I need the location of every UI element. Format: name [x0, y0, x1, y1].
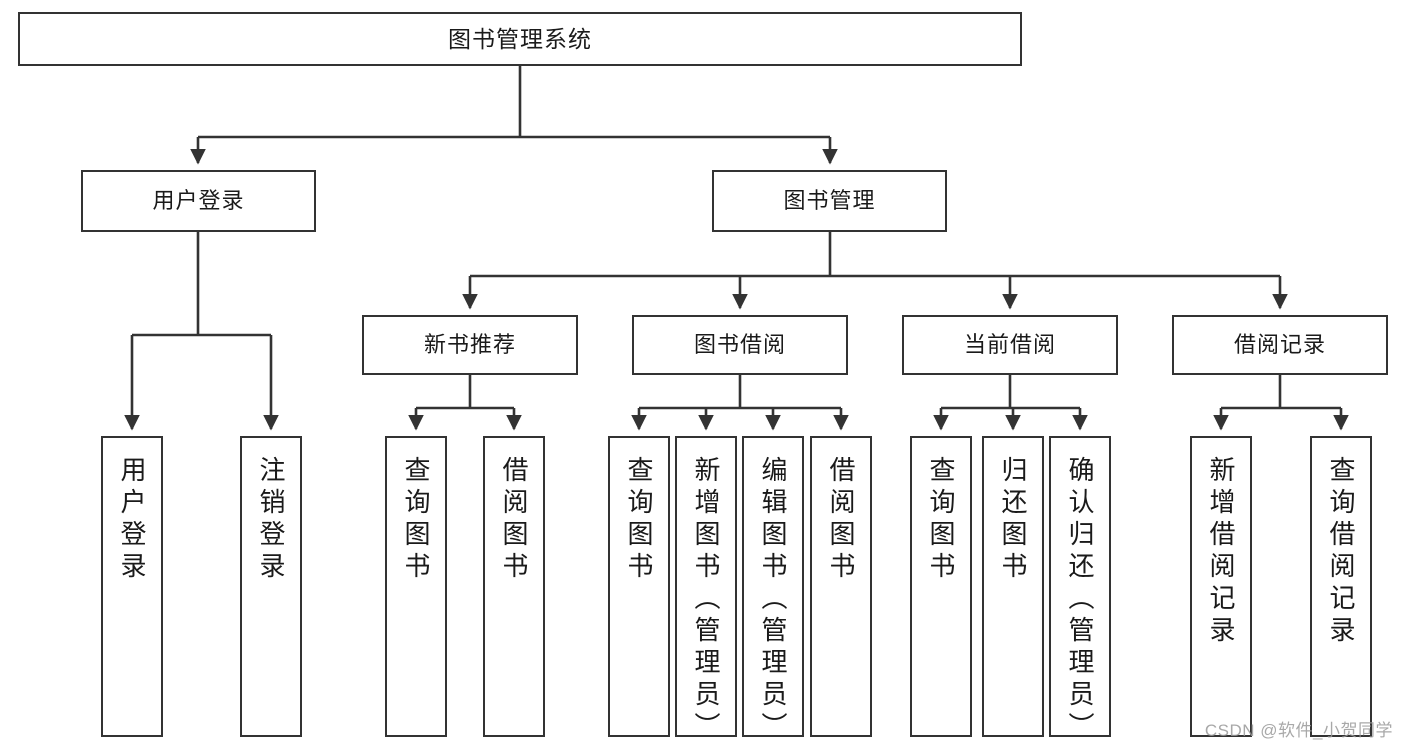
- leaf-query-book-recommend[interactable]: 查询图书: [385, 436, 447, 737]
- leaf-borrow-book[interactable]: 借阅图书: [810, 436, 872, 737]
- node-label: 查询图书: [401, 456, 431, 584]
- node-label: 用户登录: [152, 188, 245, 214]
- node-label: 确认归还（管理员）: [1065, 456, 1095, 744]
- node-label: 编辑图书（管理员）: [758, 456, 788, 744]
- leaf-borrow-book-recommend[interactable]: 借阅图书: [483, 436, 545, 737]
- node-label: 查询图书: [926, 456, 956, 584]
- node-label: 注销登录: [256, 456, 286, 584]
- leaf-logout[interactable]: 注销登录: [240, 436, 302, 737]
- csdn-watermark: CSDN @软件_小贺同学: [1204, 721, 1393, 740]
- node-borrow-record[interactable]: 借阅记录: [1172, 315, 1388, 375]
- leaf-return-book[interactable]: 归还图书: [982, 436, 1044, 737]
- node-label: 新增图书（管理员）: [691, 456, 721, 744]
- node-current-borrow[interactable]: 当前借阅: [902, 315, 1118, 375]
- node-label: 用户登录: [117, 456, 147, 584]
- node-root-system[interactable]: 图书管理系统: [18, 12, 1022, 66]
- leaf-add-book-admin[interactable]: 新增图书（管理员）: [675, 436, 737, 744]
- node-label: 新书推荐: [423, 332, 516, 358]
- node-label: 借阅图书: [826, 456, 856, 584]
- leaf-query-book[interactable]: 查询图书: [608, 436, 670, 737]
- node-book-management[interactable]: 图书管理: [712, 170, 947, 232]
- leaf-query-book-current[interactable]: 查询图书: [910, 436, 972, 737]
- leaf-edit-book-admin[interactable]: 编辑图书（管理员）: [742, 436, 804, 744]
- node-user-login[interactable]: 用户登录: [81, 170, 316, 232]
- leaf-confirm-return-admin[interactable]: 确认归还（管理员）: [1049, 436, 1111, 744]
- node-label: 查询图书: [624, 456, 654, 584]
- node-label: 图书管理系统: [448, 25, 592, 52]
- leaf-user-login[interactable]: 用户登录: [101, 436, 163, 737]
- node-label: 当前借阅: [963, 332, 1056, 358]
- node-new-book-recommend[interactable]: 新书推荐: [362, 315, 578, 375]
- node-label: 新增借阅记录: [1206, 456, 1236, 648]
- leaf-add-borrow-record[interactable]: 新增借阅记录: [1190, 436, 1252, 737]
- node-label: 归还图书: [998, 456, 1028, 584]
- node-book-borrow[interactable]: 图书借阅: [632, 315, 848, 375]
- node-label: 图书管理: [783, 188, 876, 214]
- node-label: 借阅记录: [1233, 332, 1326, 358]
- node-label: 借阅图书: [499, 456, 529, 584]
- node-label: 查询借阅记录: [1326, 456, 1356, 648]
- node-label: 图书借阅: [693, 332, 786, 358]
- leaf-query-borrow-record[interactable]: 查询借阅记录: [1310, 436, 1372, 737]
